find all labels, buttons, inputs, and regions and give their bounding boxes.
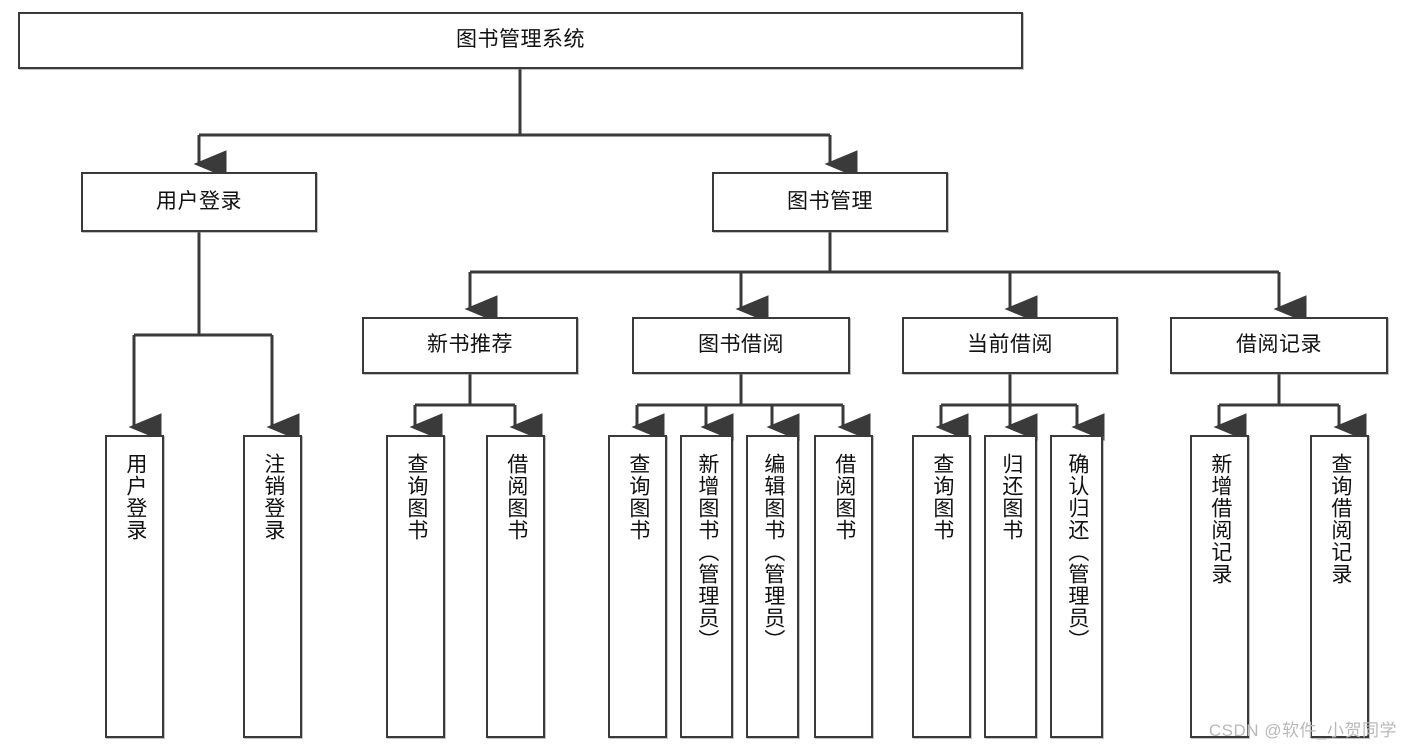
leaf-node-label: 查询图书 [626,453,650,541]
node-new-book-recommend-label: 新书推荐 [427,333,513,357]
leaf-node[interactable]: 用户登录 [105,435,164,738]
leaf-node-label: 新增图书（管理员） [695,453,719,651]
node-current-borrow[interactable]: 当前借阅 [902,317,1118,374]
leaf-node[interactable]: 新增借阅记录 [1190,435,1249,738]
leaf-node[interactable]: 归还图书 [984,435,1037,738]
leaf-node[interactable]: 确认归还（管理员） [1050,435,1103,738]
node-root-label: 图书管理系统 [456,28,585,52]
leaf-node-label: 编辑图书（管理员） [761,453,785,651]
node-book-borrow[interactable]: 图书借阅 [632,317,850,374]
leaf-node-label: 查询借阅记录 [1328,453,1352,585]
node-current-borrow-label: 当前借阅 [967,333,1053,357]
leaf-node-label: 归还图书 [999,453,1023,541]
leaf-node-label: 查询图书 [930,453,954,541]
leaf-node[interactable]: 查询图书 [386,435,445,738]
leaf-node[interactable]: 编辑图书（管理员） [746,435,799,738]
leaf-node[interactable]: 查询图书 [608,435,667,738]
node-book-borrow-label: 图书借阅 [698,333,784,357]
leaf-node-label: 新增借阅记录 [1208,453,1232,585]
node-root[interactable]: 图书管理系统 [18,12,1023,69]
leaf-node[interactable]: 借阅图书 [486,435,545,738]
node-book-management-label: 图书管理 [787,189,873,213]
leaf-node-label: 用户登录 [123,453,147,541]
leaf-node-label: 借阅图书 [504,453,528,541]
leaf-node[interactable]: 借阅图书 [814,435,873,738]
node-borrow-records-label: 借阅记录 [1236,333,1322,357]
leaf-node[interactable]: 查询借阅记录 [1310,435,1369,738]
node-new-book-recommend[interactable]: 新书推荐 [362,317,578,374]
node-user-login-label: 用户登录 [156,189,242,213]
leaf-node-label: 确认归还（管理员） [1065,453,1089,651]
leaf-node-label: 借阅图书 [832,453,856,541]
leaf-node[interactable]: 查询图书 [912,435,971,738]
leaf-node[interactable]: 新增图书（管理员） [680,435,733,738]
node-borrow-records[interactable]: 借阅记录 [1170,317,1388,374]
leaf-node-label: 注销登录 [261,453,285,541]
leaf-node-label: 查询图书 [404,453,428,541]
node-book-management[interactable]: 图书管理 [712,172,948,232]
node-user-login[interactable]: 用户登录 [81,172,317,232]
leaf-node[interactable]: 注销登录 [243,435,302,738]
